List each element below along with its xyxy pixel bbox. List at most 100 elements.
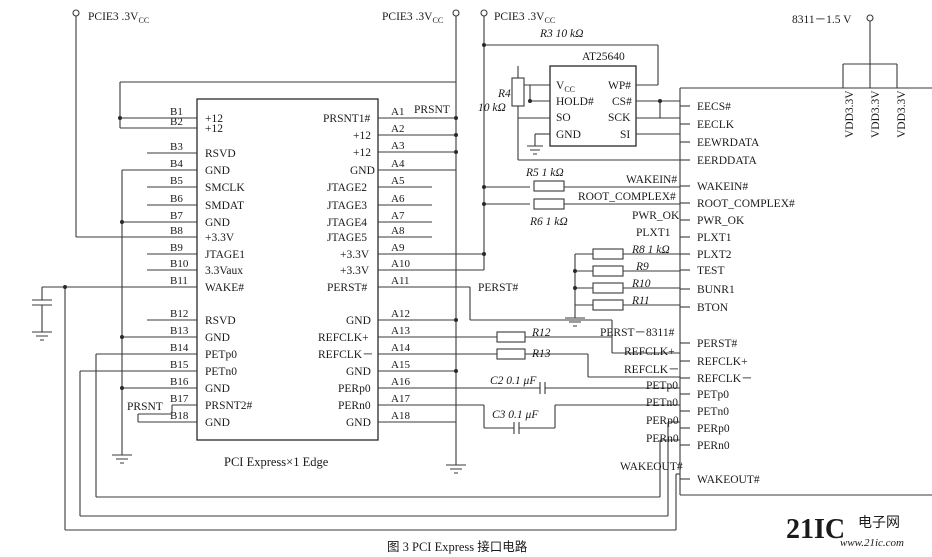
connector-pin-label: REFCLK+ [318, 332, 369, 344]
pcie-connector-body [196, 98, 379, 441]
connector-pin-label: JTAGE1 [205, 249, 245, 261]
r11-label: R11 [631, 295, 650, 307]
svg-text:PCIE3 .3VCC: PCIE3 .3VCC [494, 11, 555, 25]
net-perst-8311: PERST－8311# [600, 327, 675, 339]
eeprom-pin-vcc: VCC [556, 80, 575, 94]
connector-pin-label: +3.3V [340, 265, 370, 277]
r13-label: R13 [531, 348, 551, 360]
connector-pin-number: B18 [170, 410, 189, 422]
r5 [533, 180, 680, 192]
chip-pin-label: PERp0 [697, 423, 730, 435]
connector-pin-number: B14 [170, 342, 189, 354]
svg-text:VDD3.3V: VDD3.3V [870, 90, 882, 138]
figure-caption: 图 3 PCI Express 接口电路 [387, 539, 528, 554]
connector-pin-number: A7 [391, 210, 405, 222]
net-petn0: PETn0 [646, 397, 678, 409]
connector-right-wiring [378, 16, 659, 465]
connector-pin-number: B17 [170, 393, 189, 405]
eeprom-wiring [517, 66, 680, 161]
c3-label: C3 0.1 μF [492, 409, 539, 421]
connector-pin-label: JTAGE4 [327, 217, 367, 229]
refclk-resistors [378, 331, 680, 378]
label-perst: PERST# [478, 282, 519, 294]
chip-pin-label: PWR_OK [697, 215, 745, 227]
connector-pin-number: A12 [391, 308, 410, 320]
connector-pin-label: +12 [205, 123, 223, 135]
connector-pin-number: A11 [391, 275, 410, 287]
connector-pin-label: JTAGE3 [327, 200, 367, 212]
r3-label: R3 10 kΩ [539, 28, 583, 40]
eeprom-name: AT25640 [582, 51, 625, 63]
connector-pin-label: GND [205, 165, 230, 177]
net-wakein: WAKEIN# [626, 174, 677, 186]
chip-pin-label: BTON [697, 302, 729, 314]
connector-pin-label: RSVD [205, 315, 236, 327]
eeprom-pin-sck: SCK [608, 112, 631, 124]
r6-label: R6 1 kΩ [529, 216, 568, 228]
connector-pin-number: A1 [391, 106, 404, 118]
power-pcie-3: PCIE3 .3VCC [480, 9, 555, 25]
chip-pin-label: EERDDATA [697, 155, 757, 167]
connector-pin-label: SMDAT [205, 200, 244, 212]
connector-pin-number: B5 [170, 175, 183, 187]
connector-pin-label: +3.3V [340, 249, 370, 261]
net-pern0: PERn0 [646, 433, 679, 445]
connector-pin-number: A8 [391, 225, 405, 237]
chip-pin-label: REFCLK+ [697, 356, 748, 368]
connector-pin-number: B13 [170, 325, 189, 337]
connector-pin-label: GND [205, 383, 230, 395]
connector-a-pins: A1PRSNT1#A2+12A3+12A4GNDA5JTAGE2A6JTAGE3… [318, 106, 410, 429]
connector-pin-number: B4 [170, 158, 183, 170]
power-pcie-2: PCIE3 .3VCC [382, 9, 460, 25]
eeprom-pin-hold: HOLD# [556, 96, 594, 108]
connector-pin-number: A5 [391, 175, 405, 187]
svg-text:PCIE3 .3VCC: PCIE3 .3VCC [382, 11, 443, 25]
connector-pin-label: RSVD [205, 148, 236, 160]
connector-pin-label: GND [205, 417, 230, 429]
return-wiring [63, 285, 680, 531]
connector-pin-number: B2 [170, 116, 183, 128]
connector-pin-label: +3.3V [205, 232, 235, 244]
net-perp0: PERp0 [646, 415, 679, 427]
chip-pin-label: PETn0 [697, 406, 729, 418]
connector-pin-label: JTAGE2 [327, 182, 367, 194]
chip-pin-label: EECLK [697, 119, 735, 131]
connector-pin-number: B1 [170, 106, 183, 118]
net-petp0: PETp0 [646, 380, 678, 392]
chip-pin-label: BUNR1 [697, 284, 735, 296]
connector-pin-label: GND [346, 315, 371, 327]
label-prsnt: PRSNT [414, 104, 450, 116]
c2-label: C2 0.1 μF [490, 375, 537, 387]
connector-pin-label: PERn0 [338, 400, 371, 412]
connector-pin-label: PRSNT2# [205, 400, 253, 412]
r9-label: R9 [635, 261, 649, 273]
svg-text:VDD3.3V: VDD3.3V [844, 90, 856, 138]
power-pcie-1: PCIE3 .3VCC [72, 9, 149, 237]
chip-pin-label: EECS# [697, 101, 731, 113]
chip-pin-label: EEWRDATA [697, 137, 760, 149]
chip-pin-label: PLXT1 [697, 232, 732, 244]
connector-pin-number: A3 [391, 140, 405, 152]
connector-pin-number: A6 [391, 193, 405, 205]
connector-pin-number: A18 [391, 410, 410, 422]
label-prsnt-b17: PRSNT [127, 401, 163, 413]
connector-pin-number: A2 [391, 123, 404, 135]
chip-pin-label: PERST# [697, 338, 738, 350]
r5-label: R5 1 kΩ [525, 167, 564, 179]
svg-text:21IC: 21IC [786, 514, 845, 545]
connector-pin-label: PERST# [327, 282, 368, 294]
chip-pin-label: REFCLK－ [697, 373, 753, 385]
connector-left-wiring [32, 81, 456, 455]
connector-pin-label: +12 [353, 147, 371, 159]
connector-pin-number: A17 [391, 393, 410, 405]
connector-pin-label: 3.3Vaux [205, 265, 243, 277]
connector-pin-number: B11 [170, 275, 188, 287]
connector-pin-number: B10 [170, 258, 189, 270]
eeprom-pin-wp: WP# [608, 80, 631, 92]
connector-pin-label: GND [346, 366, 371, 378]
net-pwr-ok: PWR_OK [632, 210, 680, 222]
eeprom-pin-cs: CS# [612, 96, 632, 108]
connector-pin-number: A15 [391, 359, 410, 371]
r4-name: R4 [497, 88, 511, 100]
